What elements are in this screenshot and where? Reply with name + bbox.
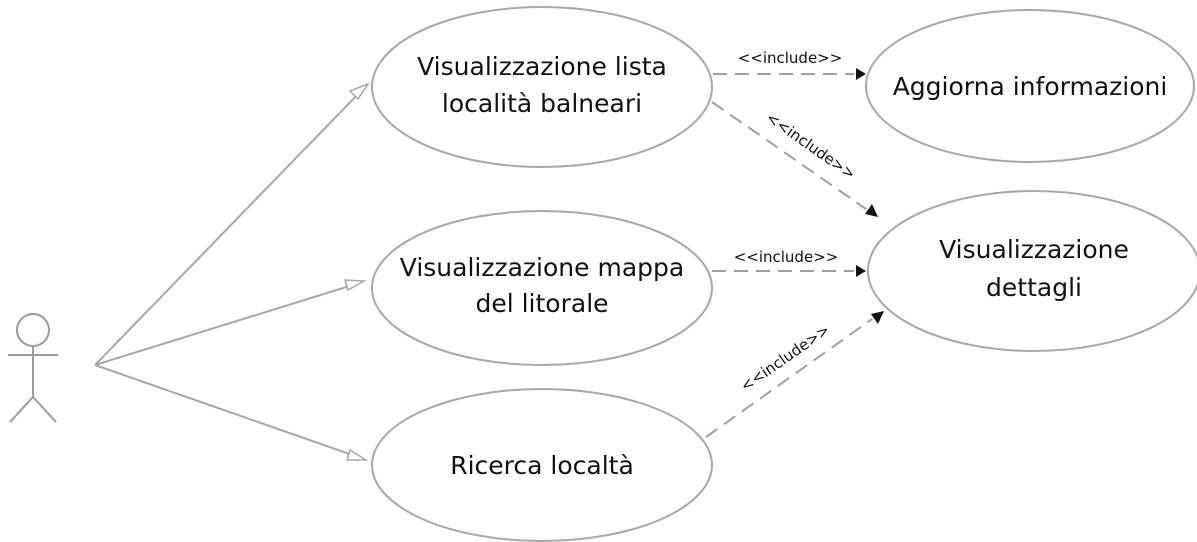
use-case-ricerca[interactable]: Ricerca localtà <box>371 388 713 542</box>
actor[interactable] <box>8 313 58 423</box>
include-ricerca-dettagli: <<include>> <box>705 311 884 438</box>
stick-figure-icon <box>8 313 58 423</box>
association-mappa <box>94 279 367 366</box>
use-case-label: del litorale <box>475 289 608 318</box>
use-case-label: Aggiorna informazioni <box>893 72 1168 101</box>
use-case-label: Visualizzazione <box>939 235 1129 264</box>
include-label: <<include>> <box>734 248 839 266</box>
use-case-aggiorna[interactable]: Aggiorna informazioni <box>865 9 1195 163</box>
include-lista-dettagli: <<include>> <box>711 101 878 217</box>
use-case-label: Visualizzazione lista <box>417 52 667 81</box>
use-case-mappa[interactable]: Visualizzazione mappa del litorale <box>371 210 713 366</box>
include-lista-aggiorna: <<include>> <box>713 49 866 80</box>
include-label: <<include>> <box>763 109 859 184</box>
association-ricerca <box>94 364 369 461</box>
include-mappa-dettagli: <<include>> <box>712 248 866 277</box>
association-lista <box>94 82 370 366</box>
use-case-label: dettagli <box>986 273 1082 302</box>
use-case-dettagli[interactable]: Visualizzazione dettagli <box>867 190 1197 352</box>
use-case-label: Visualizzazione mappa <box>400 253 684 282</box>
include-label: <<include>> <box>738 49 843 67</box>
use-case-label: località balneari <box>442 89 642 118</box>
use-case-label: Ricerca localtà <box>450 451 634 480</box>
use-case-lista[interactable]: Visualizzazione lista località balneari <box>371 6 713 168</box>
